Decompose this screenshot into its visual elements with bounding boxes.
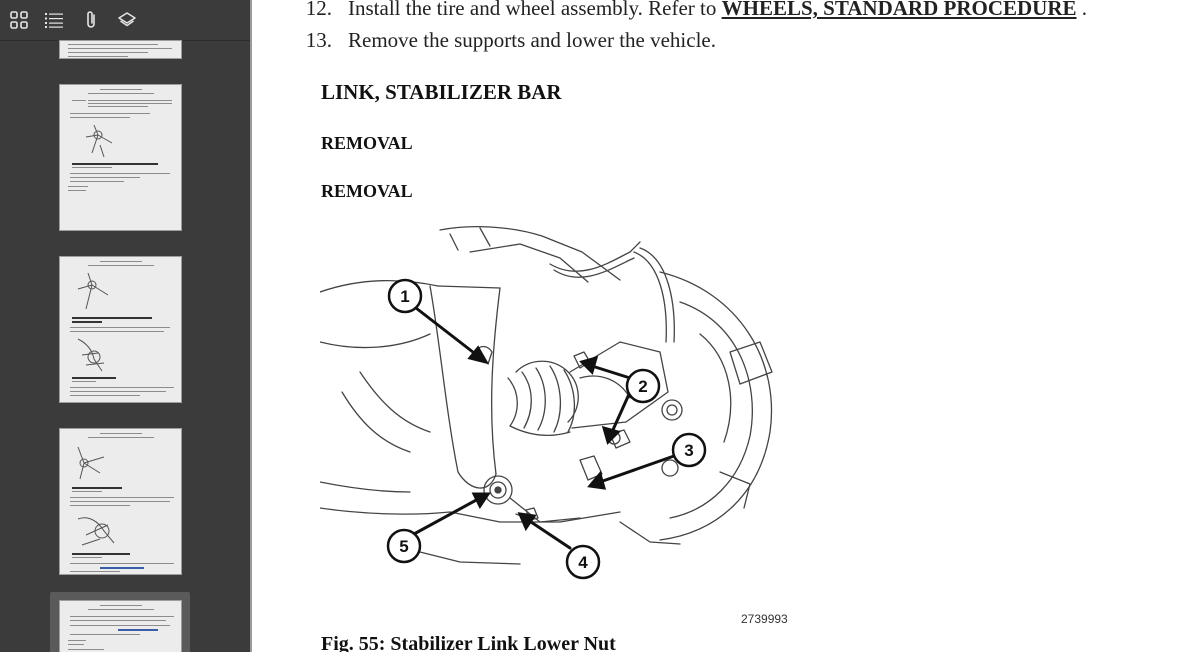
svg-text:5: 5 <box>399 537 408 556</box>
page-thumbnail[interactable] <box>59 256 182 403</box>
subheading: REMOVAL <box>321 133 413 153</box>
figure-id: 2739993 <box>741 612 788 626</box>
callout-1: 1 <box>387 278 423 314</box>
page-thumbnail[interactable] <box>59 428 182 575</box>
layers-icon <box>118 12 136 27</box>
procedure-step: 12. Install the tire and wheel assembly.… <box>292 0 1192 22</box>
thumbnail-figure <box>77 338 105 372</box>
callout-5: 5 <box>386 528 422 564</box>
svg-text:3: 3 <box>684 441 693 460</box>
attachments-button[interactable] <box>74 0 108 40</box>
outline-button[interactable] <box>37 0 71 40</box>
sidebar <box>0 0 250 652</box>
thumbnails-icon <box>10 11 28 29</box>
page-thumbnail[interactable] <box>59 40 182 59</box>
thumbnail-figure <box>77 272 109 310</box>
document-page: 12. Install the tire and wheel assembly.… <box>252 0 1196 652</box>
thumbnail-figure <box>77 446 105 480</box>
procedure-step: 13. Remove the supports and lower the ve… <box>292 28 1192 54</box>
procedure-link[interactable]: WHEELS, STANDARD PROCEDURE <box>721 0 1077 20</box>
section-title: LINK, STABILIZER BAR <box>321 80 562 104</box>
subheading: REMOVAL <box>321 181 413 201</box>
callout-4: 4 <box>565 544 601 580</box>
step-number: 12. <box>305 0 332 20</box>
page-thumbnail-selected[interactable] <box>59 600 182 652</box>
step-suffix: . <box>1076 0 1088 20</box>
callout-2: 2 <box>625 368 661 404</box>
svg-text:2: 2 <box>638 377 647 396</box>
thumbnail-figure <box>85 124 113 158</box>
layers-button[interactable] <box>110 0 144 40</box>
step-text: Remove the supports and lower the vehicl… <box>348 28 716 52</box>
outline-icon <box>45 13 63 28</box>
svg-text:1: 1 <box>400 287 409 306</box>
stabilizer-link-illustration: 1 2 3 4 5 <box>320 225 773 580</box>
figure-caption: Fig. 55: Stabilizer Link Lower Nut <box>321 633 616 652</box>
thumbnail-figure <box>77 517 115 546</box>
svg-text:4: 4 <box>578 553 588 572</box>
thumbnails-button[interactable] <box>2 0 36 40</box>
page-thumbnail[interactable] <box>59 84 182 231</box>
attachments-icon <box>87 11 95 28</box>
sidebar-toolbar <box>0 0 250 41</box>
callout-3: 3 <box>671 432 707 468</box>
sidebar-resize-handle[interactable] <box>250 0 252 652</box>
step-text: Install the tire and wheel assembly. Ref… <box>348 0 722 20</box>
step-number: 13. <box>305 28 332 52</box>
